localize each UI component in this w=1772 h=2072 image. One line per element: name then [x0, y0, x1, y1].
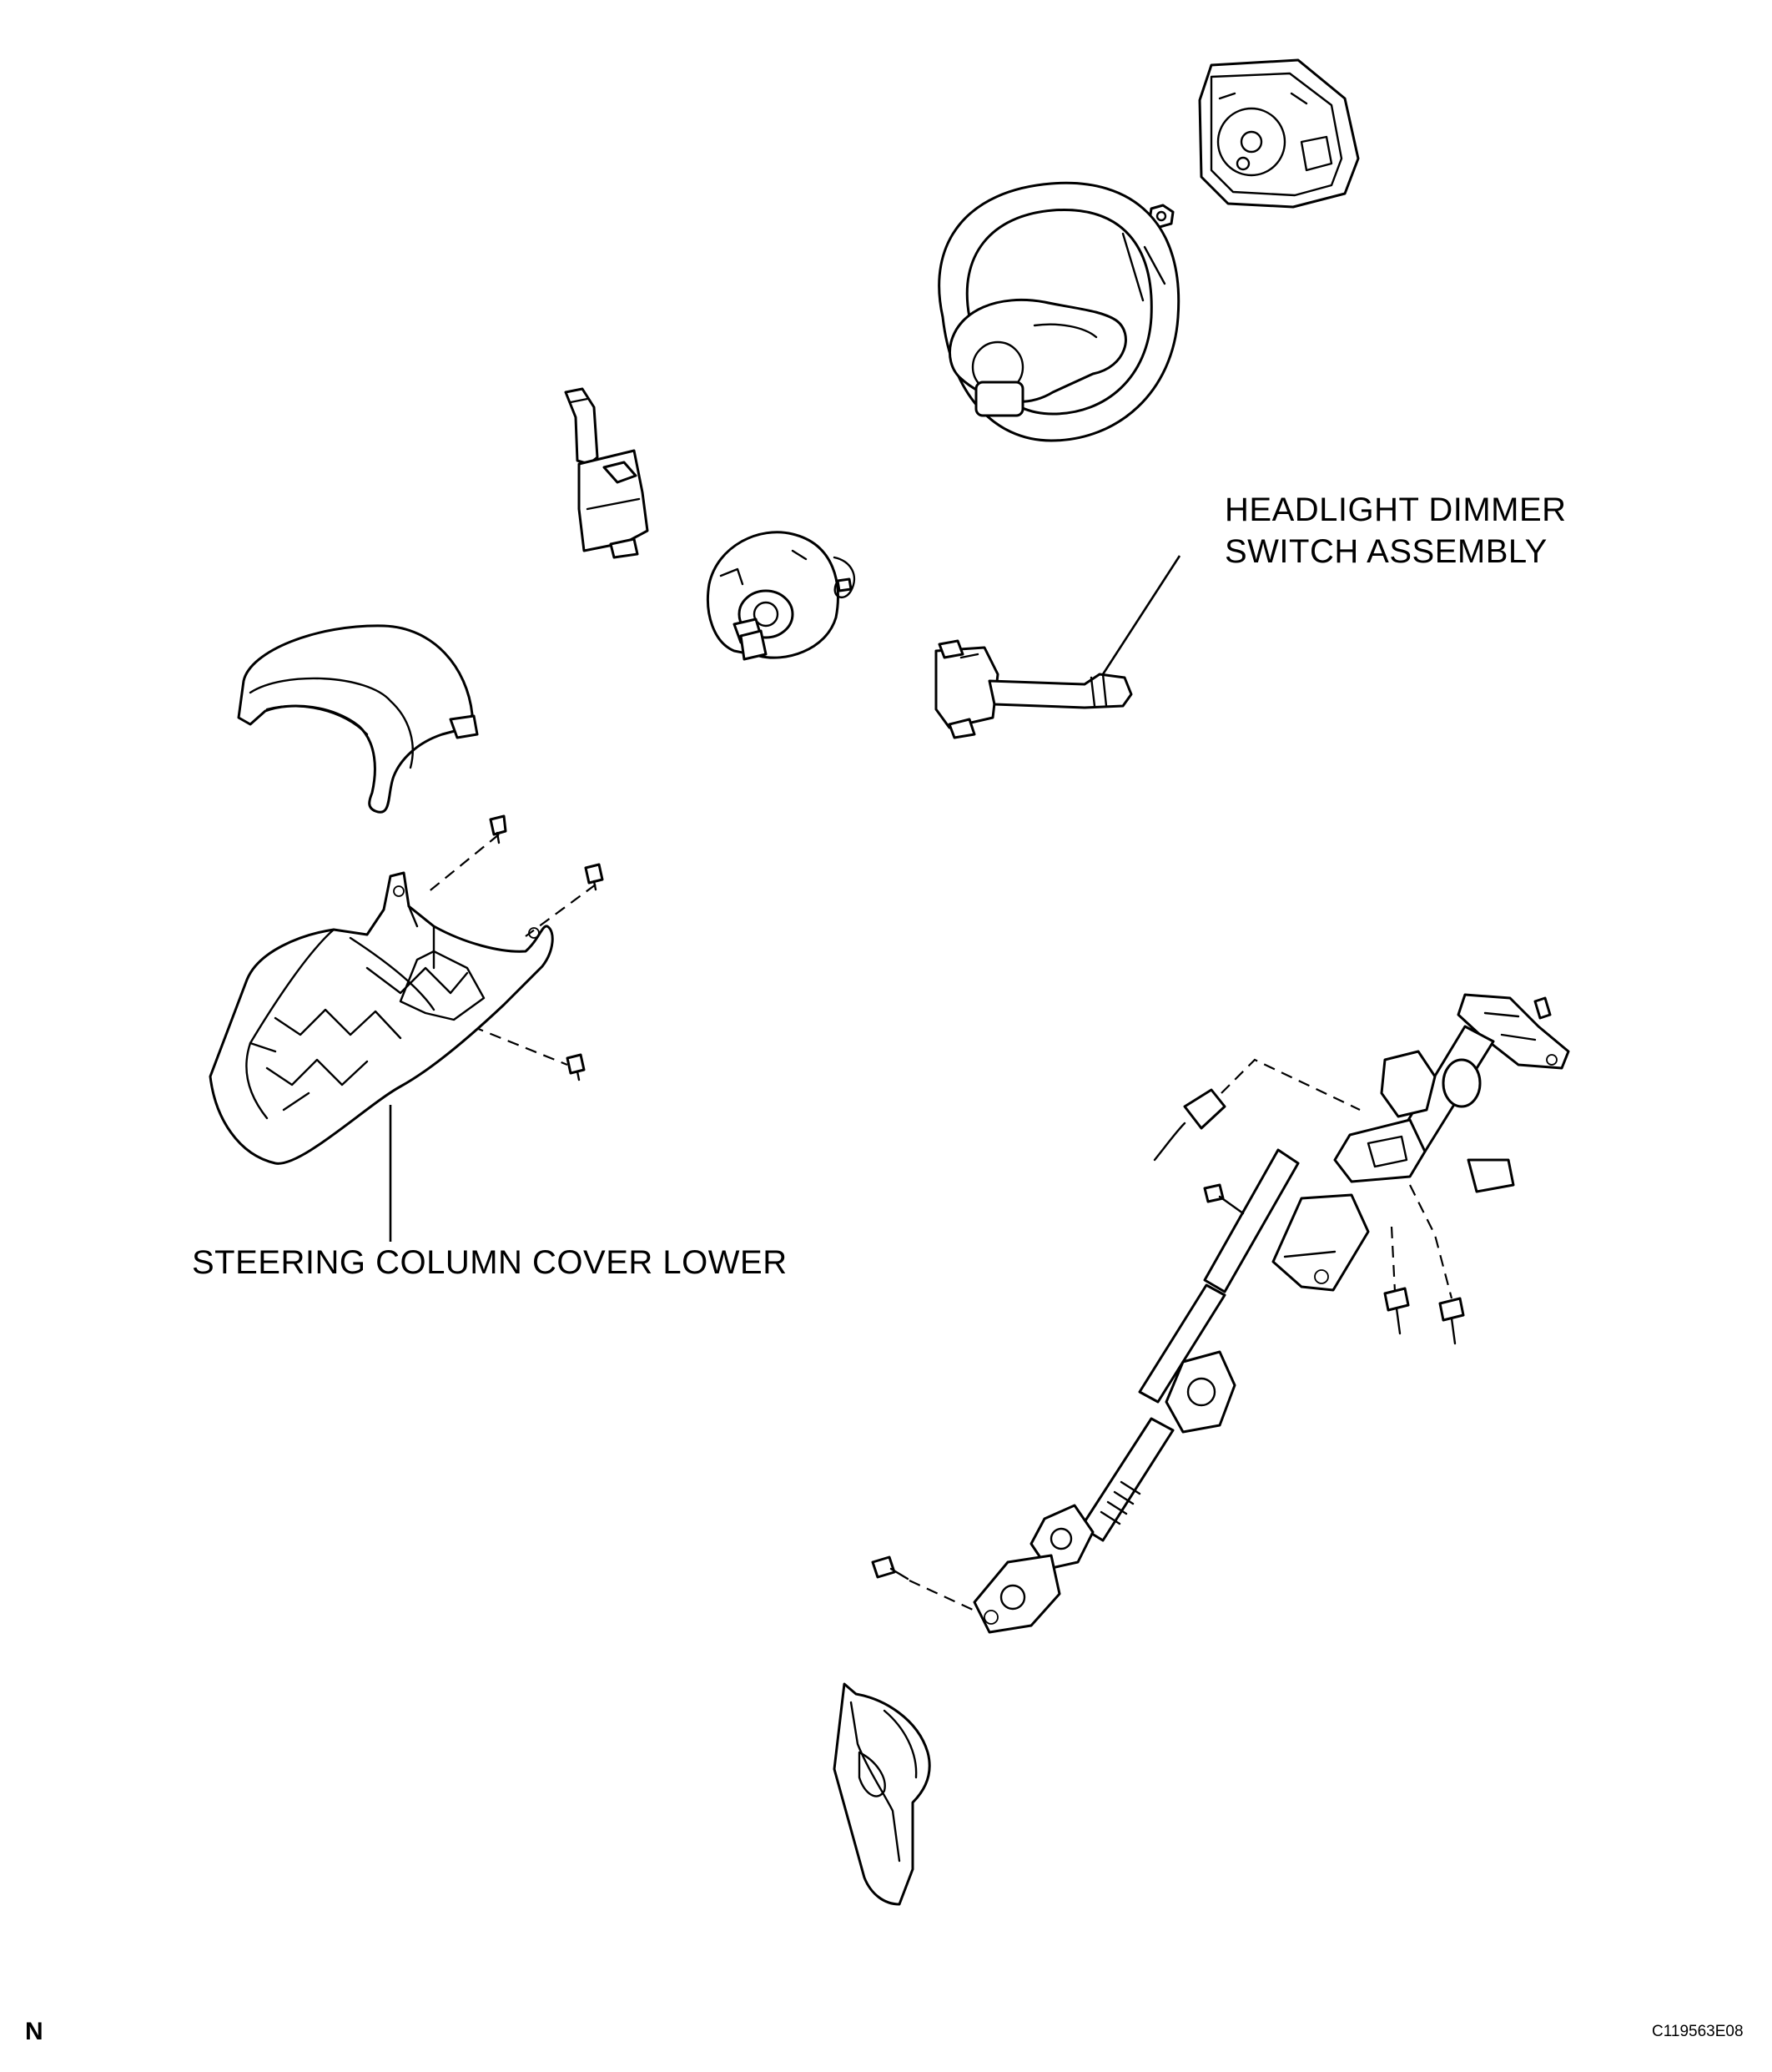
headlight-dimmer-label-line1: HEADLIGHT DIMMER	[1225, 492, 1567, 528]
headlight-dimmer-label-line2: SWITCH ASSEMBLY	[1225, 533, 1548, 570]
connector-guide	[1221, 1058, 1361, 1111]
steering-column-cover-lower-label: STEERING COLUMN COVER LOWER	[192, 1244, 788, 1281]
turn-signal-switch	[564, 387, 649, 559]
screw-guide-lower	[471, 1025, 568, 1066]
steering-column-cover-upper	[237, 624, 479, 814]
screw-guide-upper	[426, 834, 500, 894]
screw-guide-middle	[525, 884, 597, 937]
spiral-cable	[707, 531, 856, 661]
figure-id: C119563E08	[1652, 2023, 1744, 2040]
intermediate-bolt-guide	[909, 1580, 975, 1611]
column-bolt-right	[1438, 1297, 1465, 1345]
screw-middle	[584, 863, 604, 891]
bolt-guide-right	[1409, 1184, 1453, 1299]
steering-column-cover-lower	[209, 871, 554, 1165]
screw-lower-cover	[566, 1053, 586, 1081]
column-bolt-left	[1203, 1183, 1245, 1215]
bolt-guide-center	[1390, 1226, 1397, 1293]
steering-column-assembly	[973, 993, 1570, 1634]
headlight-dimmer-switch	[934, 639, 1133, 739]
intermediate-shaft-bolt	[871, 1555, 909, 1580]
corner-mark: N	[25, 2018, 43, 2045]
steering-pad	[1198, 58, 1360, 209]
headlight-dimmer-switch-label: HEADLIGHT DIMMER SWITCH ASSEMBLY	[1225, 489, 1567, 572]
steering-wheel	[938, 181, 1180, 442]
column-hole-cover	[833, 1682, 931, 1906]
column-bolt-center	[1383, 1287, 1410, 1335]
wire-connector	[1153, 1088, 1226, 1162]
leader-headlight-dimmer	[1101, 555, 1181, 675]
